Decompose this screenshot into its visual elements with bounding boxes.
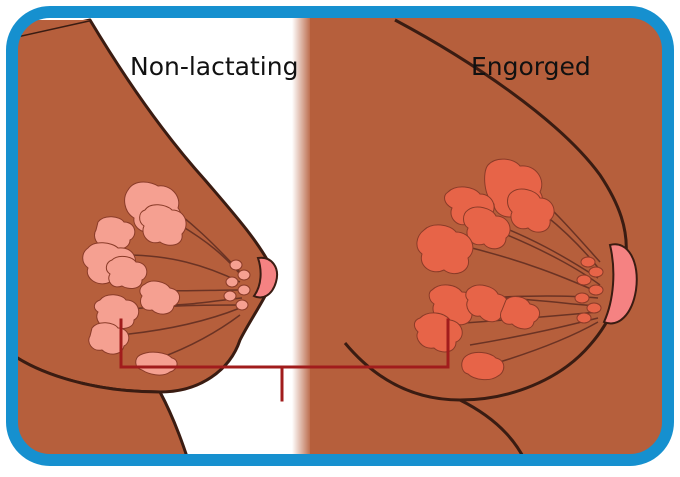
label-non-lactating: Non-lactating	[130, 54, 298, 79]
label-engorged: Engorged	[471, 54, 591, 79]
